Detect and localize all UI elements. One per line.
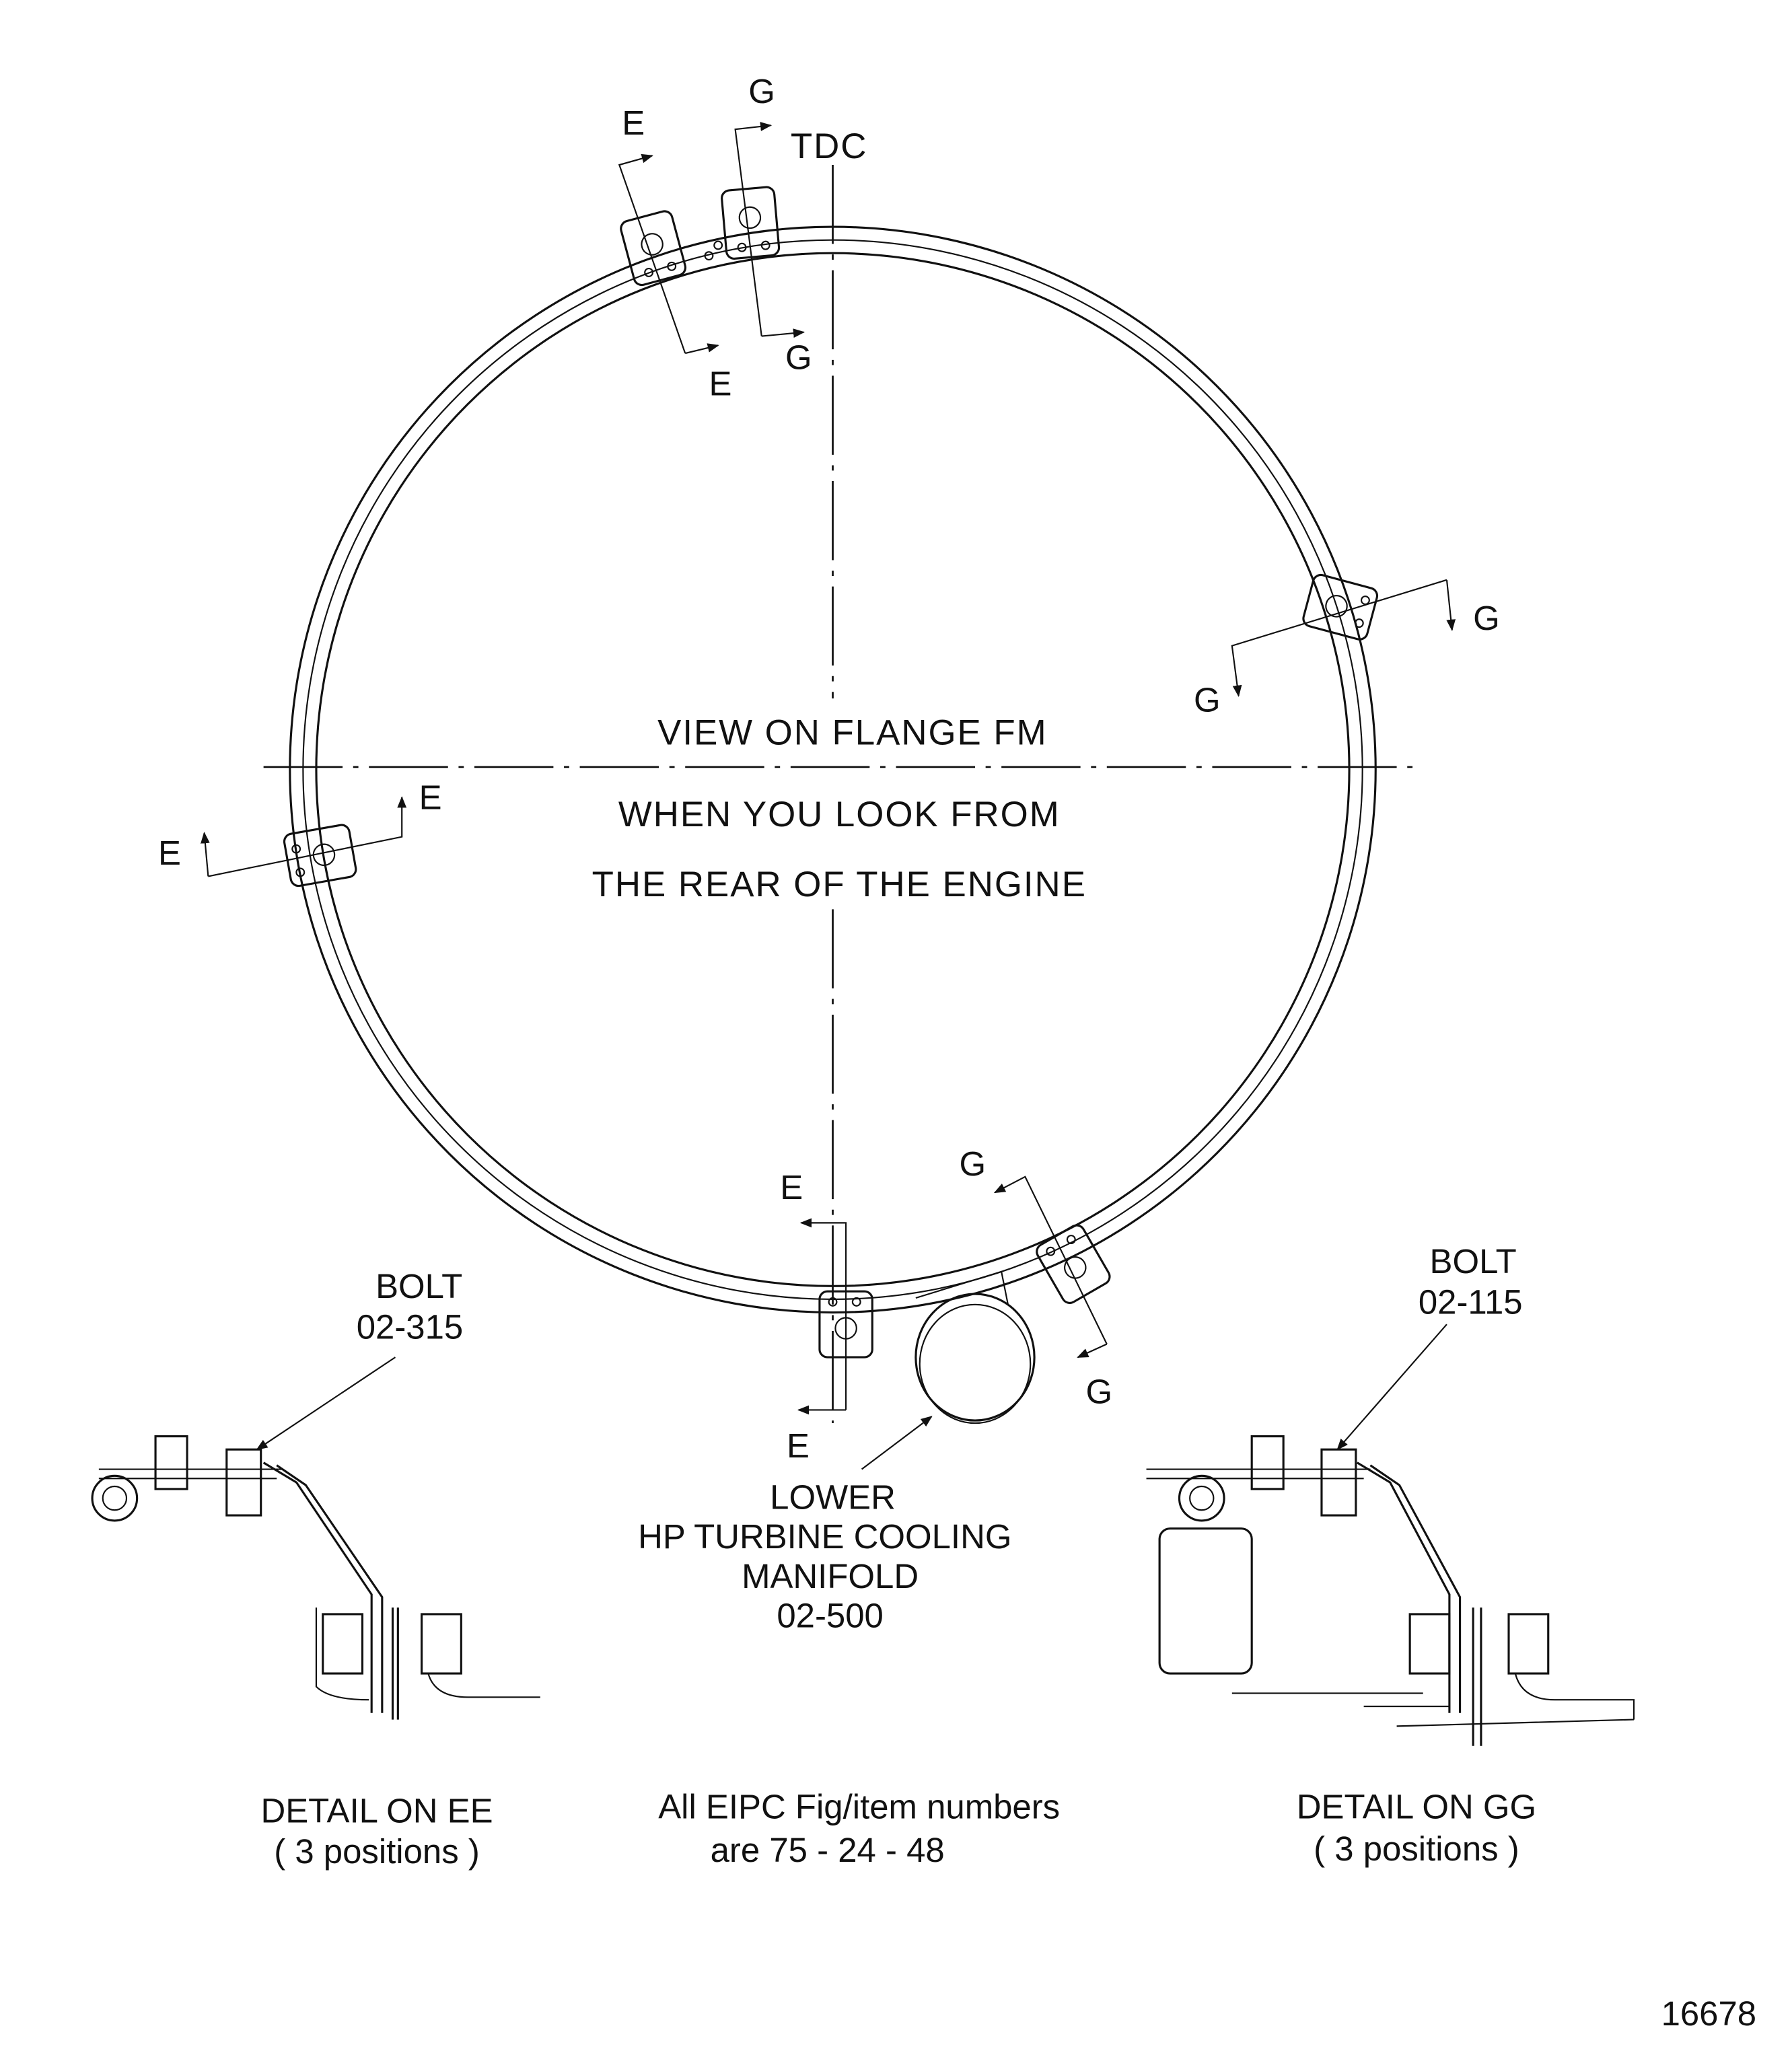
- section-label-e: E: [419, 779, 442, 817]
- bracket-right: [1302, 573, 1379, 641]
- section-label-e: E: [709, 365, 731, 403]
- bracket-bottom-right: [1036, 1224, 1111, 1304]
- detail-gg-bolt-number: 02-115: [1419, 1282, 1523, 1321]
- detail-gg-drawing: [1146, 1324, 1635, 1746]
- detail-ee-drawing: [91, 1357, 540, 1720]
- manifold-callout-line-1: LOWER: [770, 1478, 896, 1516]
- view-title-line-3: THE REAR OF THE ENGINE: [592, 865, 1087, 904]
- section-label-g: G: [748, 72, 775, 110]
- view-title-line-2: WHEN YOU LOOK FROM: [618, 795, 1061, 834]
- bracket-left: [283, 824, 357, 888]
- section-label-g: G: [785, 338, 812, 377]
- detail-gg-bolt-label: BOLT: [1430, 1242, 1517, 1280]
- detail-ee-bolt-label: BOLT: [375, 1267, 462, 1305]
- section-label-g: G: [1194, 681, 1221, 719]
- detail-gg-title: DETAIL ON GG: [1297, 1787, 1536, 1825]
- view-title-line-1: VIEW ON FLANGE FM: [657, 713, 1048, 753]
- section-label-g: G: [1085, 1373, 1112, 1411]
- detail-ee-positions: ( 3 positions ): [274, 1832, 480, 1871]
- section-label-e: E: [780, 1168, 803, 1206]
- detail-gg-positions: ( 3 positions ): [1314, 1830, 1519, 1868]
- tdc-label: TDC: [791, 126, 868, 166]
- detail-ee-bolt-number: 02-315: [357, 1308, 464, 1346]
- bracket-top-right: [721, 186, 781, 260]
- centre-lines: [263, 165, 1417, 1424]
- figure-number: 16678: [1661, 1994, 1757, 2033]
- note-line-1: All EIPC Fig/item numbers: [658, 1787, 1060, 1825]
- section-lines: [201, 122, 1456, 1415]
- note-line-2: are 75 - 24 - 48: [711, 1831, 945, 1869]
- manifold-callout-line-4: 02-500: [777, 1597, 884, 1635]
- section-label-e: E: [787, 1426, 810, 1465]
- section-label-g: G: [1473, 599, 1500, 637]
- manifold-callout-line-2: HP TURBINE COOLING: [638, 1517, 1011, 1556]
- section-label-e: E: [158, 834, 181, 872]
- section-label-g: G: [959, 1145, 986, 1183]
- cooling-manifold: [861, 1270, 1036, 1470]
- section-label-e: E: [622, 104, 645, 142]
- manifold-callout-line-3: MANIFOLD: [742, 1557, 919, 1595]
- detail-ee-title: DETAIL ON EE: [260, 1791, 493, 1830]
- bracket-top-left: [620, 210, 687, 287]
